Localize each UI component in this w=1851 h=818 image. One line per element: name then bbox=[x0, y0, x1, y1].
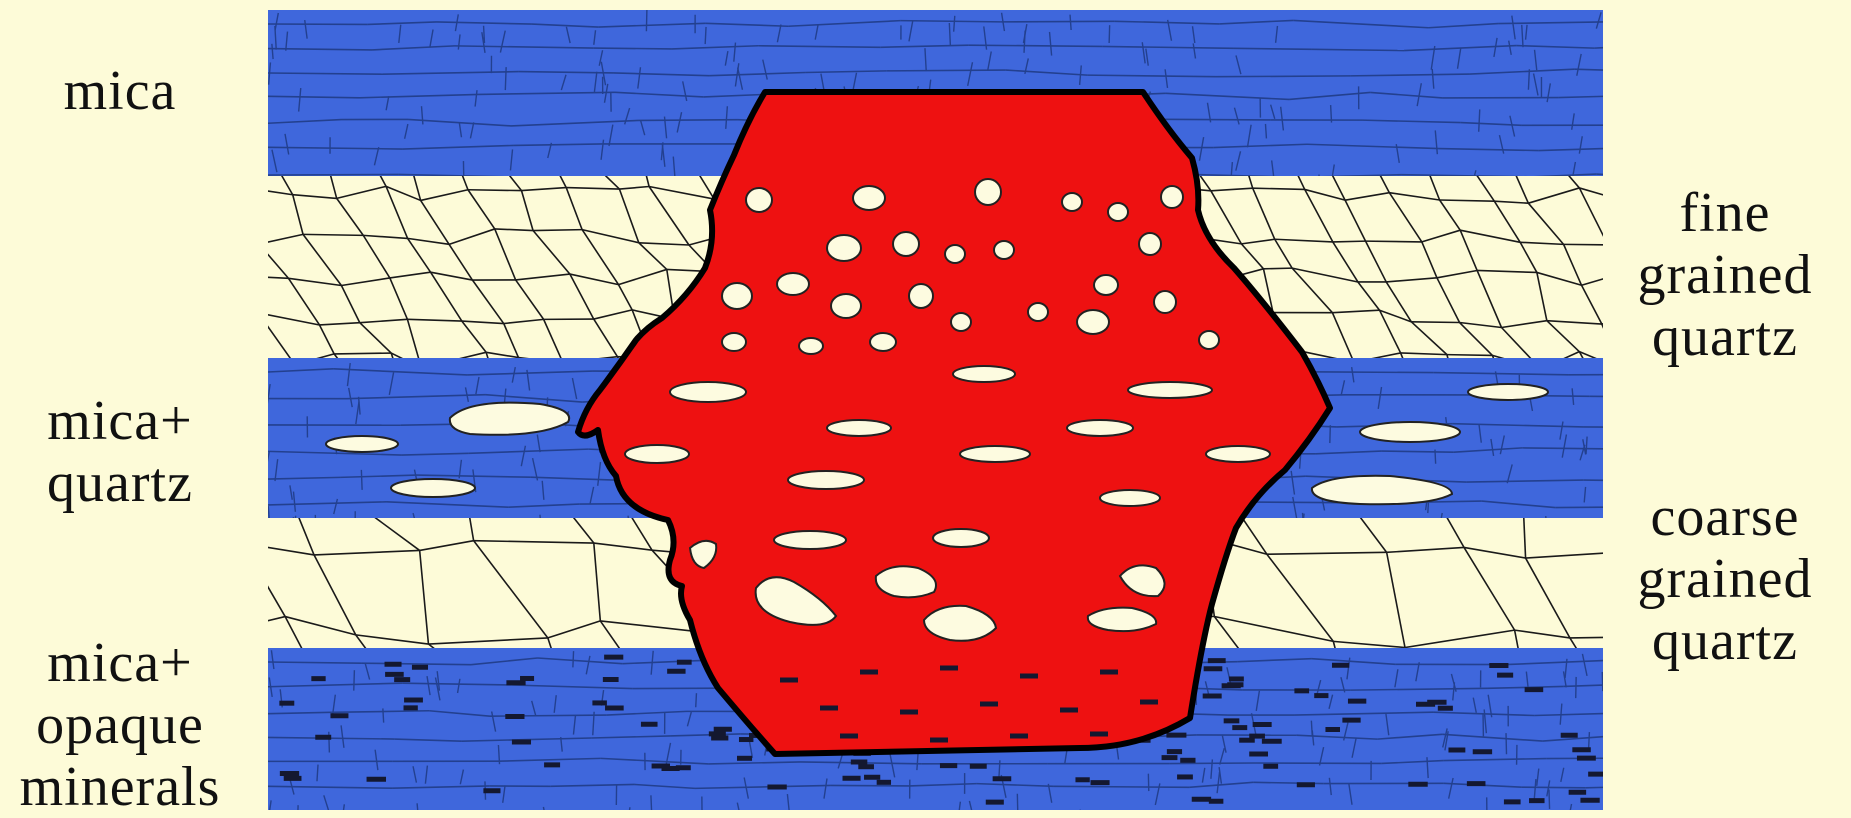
label-fine-grained-quartz: fine grained quartz bbox=[1600, 182, 1850, 368]
label-mica-opaque-minerals: mica+ opaque minerals bbox=[0, 632, 240, 818]
label-coarse-grained-quartz: coarse grained quartz bbox=[1600, 486, 1850, 672]
label-mica: mica bbox=[0, 60, 240, 122]
label-mica-quartz: mica+ quartz bbox=[0, 390, 240, 514]
